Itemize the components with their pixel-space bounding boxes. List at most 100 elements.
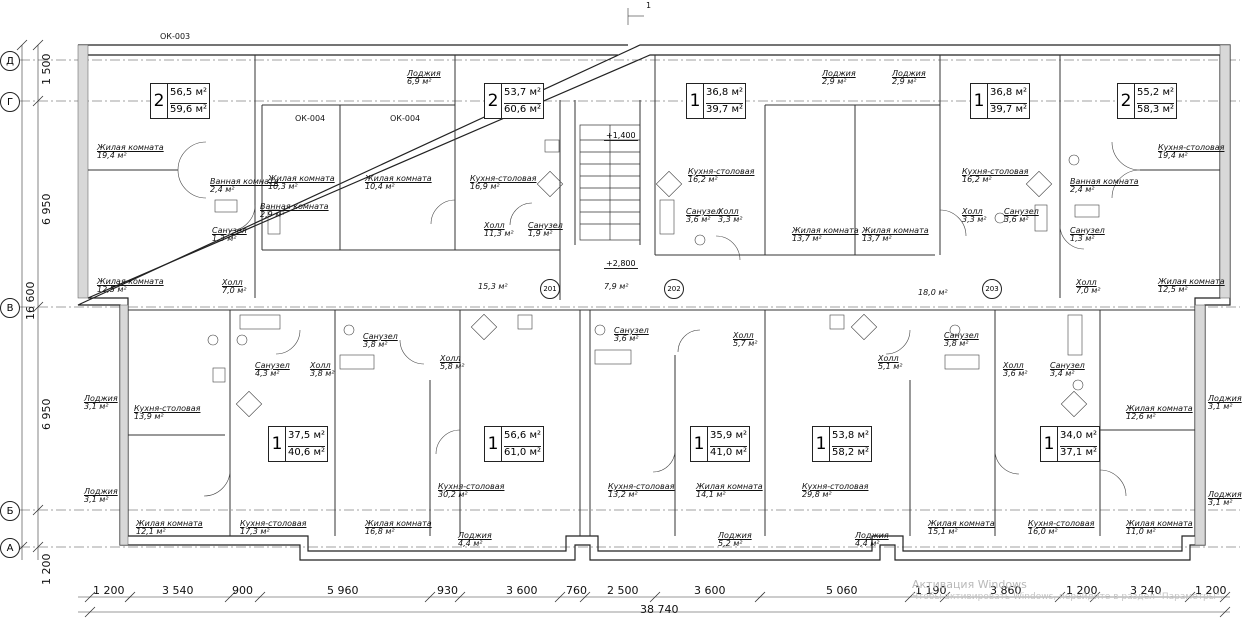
apartment-card: 1 56,6 м² 61,0 м²	[484, 426, 544, 462]
room-name: Кухня-столовая	[470, 174, 537, 183]
apartment-living-area: 56,6 м²	[504, 429, 541, 441]
apartment-rooms: 1	[1043, 434, 1055, 454]
room-name: Жилая комната	[792, 226, 859, 235]
apartment-total-area: 61,0 м²	[504, 446, 541, 459]
room-name: Санузел	[1050, 361, 1085, 370]
room-name: Санузел	[686, 207, 721, 216]
room-name: Холл	[962, 207, 983, 216]
room-area: 3,1 м²	[1208, 402, 1233, 411]
room-name: Жилая комната	[268, 174, 335, 183]
room-area: 3,4 м²	[1050, 369, 1075, 378]
dim-bottom: 3 600	[694, 584, 726, 597]
room-name: Лоджия	[1208, 394, 1242, 403]
apartment-total-area: 58,3 м²	[1137, 103, 1174, 116]
room-name: Жилая комната	[928, 519, 995, 528]
room-name: Санузел	[944, 331, 979, 340]
apartment-rooms: 1	[815, 434, 827, 454]
room-area: 4,3 м²	[255, 369, 280, 378]
room-label: 7,9 м²	[604, 283, 629, 291]
room-area: 5,1 м²	[878, 362, 903, 371]
room-area: 4,4 м²	[855, 539, 880, 548]
room-name: Кухня-столовая	[1028, 519, 1095, 528]
apartment-total-area: 58,2 м²	[832, 446, 869, 459]
apartment-living-area: 37,5 м²	[288, 429, 325, 441]
room-area: 18,0 м²	[918, 288, 948, 297]
dim-left: 6 950	[40, 398, 53, 431]
room-area: 16,0 м²	[1028, 527, 1058, 536]
apartment-living-area: 53,8 м²	[832, 429, 869, 441]
room-area: 7,0 м²	[222, 286, 247, 295]
apartment-mark: 202	[664, 279, 684, 299]
axis-marker: В	[0, 298, 20, 318]
window-tag: ОК-004	[390, 114, 421, 123]
room-name: Ванная комната	[1070, 177, 1139, 186]
room-area: 16,8 м²	[365, 527, 395, 536]
room-area: 2,9 м²	[260, 210, 285, 219]
room-area: 3,6 м²	[686, 215, 711, 224]
room-area: 2,9 м²	[822, 77, 847, 86]
apartment-total-area: 39,7 м²	[990, 103, 1027, 116]
room-area: 3,6 м²	[1004, 215, 1029, 224]
apartment-rooms: 1	[693, 434, 705, 454]
room-area: 3,6 м²	[614, 334, 639, 343]
room-name: Санузел	[363, 332, 398, 341]
level-mark: +2,800	[604, 259, 638, 269]
apartment-total-area: 41,0 м²	[710, 446, 747, 459]
level-mark: +1,400	[604, 131, 638, 141]
room-name: Санузел	[528, 221, 563, 230]
room-name: Кухня-столовая	[688, 167, 755, 176]
room-area: 7,9 м²	[604, 282, 629, 291]
apartment-living-area: 34,0 м²	[1060, 429, 1097, 441]
dim-left: 1 500	[40, 53, 53, 86]
room-name: Жилая комната	[1158, 277, 1225, 286]
axis-marker: Д	[0, 51, 20, 71]
room-name: Кухня-столовая	[962, 167, 1029, 176]
room-area: 12,5 м²	[97, 285, 127, 294]
room-area: 17,3 м²	[240, 527, 270, 536]
apartment-rooms: 1	[487, 434, 499, 454]
room-name: Кухня-столовая	[1158, 143, 1225, 152]
room-name: Жилая комната	[365, 174, 432, 183]
room-area: 2,4 м²	[1070, 185, 1095, 194]
room-name: Холл	[484, 221, 505, 230]
room-area: 10,4 м²	[365, 182, 395, 191]
room-name: Санузел	[212, 226, 247, 235]
room-name: Кухня-столовая	[802, 482, 869, 491]
room-name: Холл	[733, 331, 754, 340]
room-area: 16,9 м²	[470, 182, 500, 191]
room-name: Жилая комната	[97, 143, 164, 152]
room-name: Лоджия	[84, 487, 118, 496]
room-name: Кухня-столовая	[608, 482, 675, 491]
room-name: Жилая комната	[1126, 519, 1193, 528]
dim-bottom: 2 500	[607, 584, 639, 597]
room-area: 6,9 м²	[407, 77, 432, 86]
dim-bottom: 1 190	[915, 584, 947, 597]
room-area: 13,7 м²	[792, 234, 822, 243]
room-area: 1,9 м²	[528, 229, 553, 238]
apartment-living-area: 36,8 м²	[706, 86, 743, 98]
dim-bottom: 1 200	[1066, 584, 1098, 597]
room-area: 13,7 м²	[862, 234, 892, 243]
